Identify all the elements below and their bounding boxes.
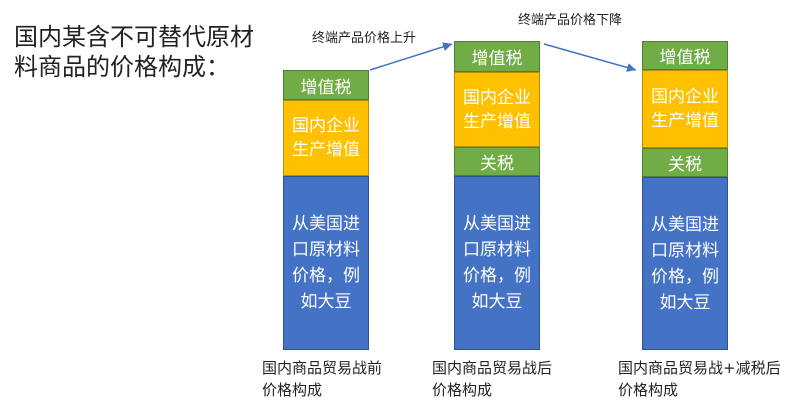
imported-material-segment: 从美国进口原材料价格，例如大豆 <box>642 177 728 350</box>
domestic-value-segment: 国内企业生产增值 <box>642 70 728 148</box>
imported-material-segment: 从美国进口原材料价格，例如大豆 <box>283 176 369 350</box>
vat-segment: 增值税 <box>283 70 369 100</box>
caption-after-tax-cut: 国内商品贸易战+减税后价格构成 <box>618 359 781 399</box>
vat-segment: 增值税 <box>642 41 728 70</box>
price-rise-label: 终端产品价格上升 <box>312 31 417 46</box>
caption-before: 国内商品贸易战前价格构成 <box>262 359 383 399</box>
domestic-value-segment: 国内企业生产增值 <box>283 100 369 176</box>
tariff-segment: 关税 <box>454 147 540 176</box>
domestic-value-segment: 国内企业生产增值 <box>454 72 540 147</box>
price-fall-arrow <box>543 43 637 72</box>
imported-material-segment: 从美国进口原材料价格，例如大豆 <box>454 176 540 350</box>
price-rise-arrow <box>369 42 453 71</box>
caption-after: 国内商品贸易战后价格构成 <box>432 359 553 399</box>
price-fall-label: 终端产品价格下降 <box>518 13 623 28</box>
page-title: 国内某含不可替代原材料商品的价格构成： <box>14 23 254 81</box>
tariff-segment: 关税 <box>642 148 728 177</box>
vat-segment: 增值税 <box>454 41 540 72</box>
